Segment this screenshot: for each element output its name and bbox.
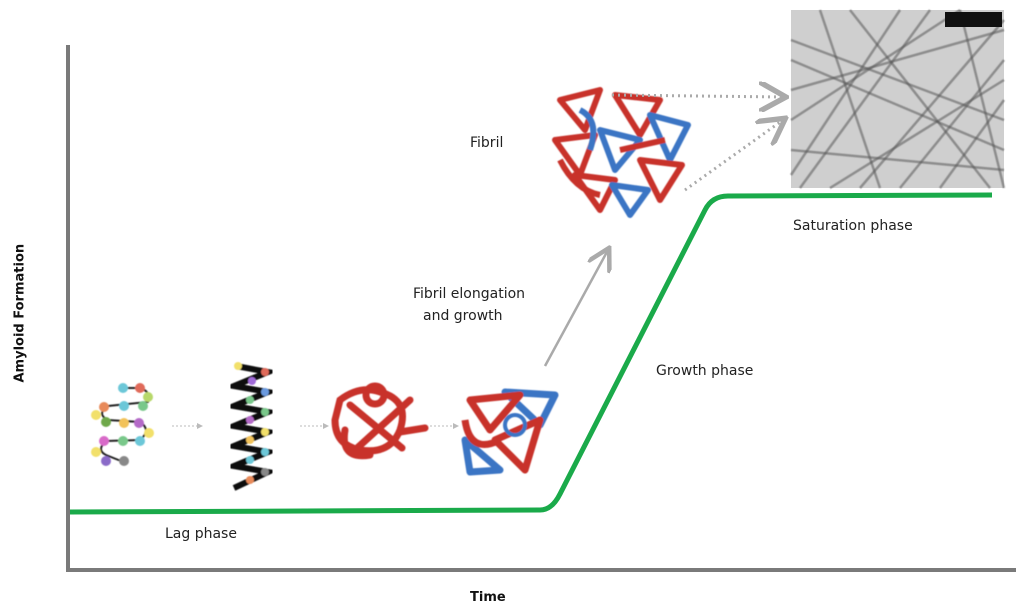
- y-axis-label: Amyloid Formation: [12, 243, 28, 383]
- alpha-helix-icon: [223, 362, 279, 491]
- growth-phase-label: Growth phase: [656, 363, 754, 379]
- elongation-arrow: [543, 250, 608, 367]
- elongation-label-line2: and growth: [423, 308, 503, 324]
- fibril-cluster-icon: [552, 87, 691, 218]
- growth-curve: [69, 192, 993, 515]
- fibril-micrograph: [789, 8, 1006, 190]
- elongation-label-line1: Fibril elongation: [413, 286, 526, 302]
- x-axis-label: Time: [470, 590, 506, 605]
- unfolded-protein-icon: [91, 383, 154, 466]
- misfolded-protein-icon: [331, 382, 429, 460]
- dotted-arrow-upper: [611, 95, 783, 97]
- saturation-phase-label: Saturation phase: [793, 218, 913, 234]
- oligomer-icon: [461, 388, 559, 476]
- fibril-label: Fibril: [470, 135, 504, 151]
- lag-phase-label: Lag phase: [165, 526, 237, 542]
- dotted-arrow-lower: [684, 120, 783, 192]
